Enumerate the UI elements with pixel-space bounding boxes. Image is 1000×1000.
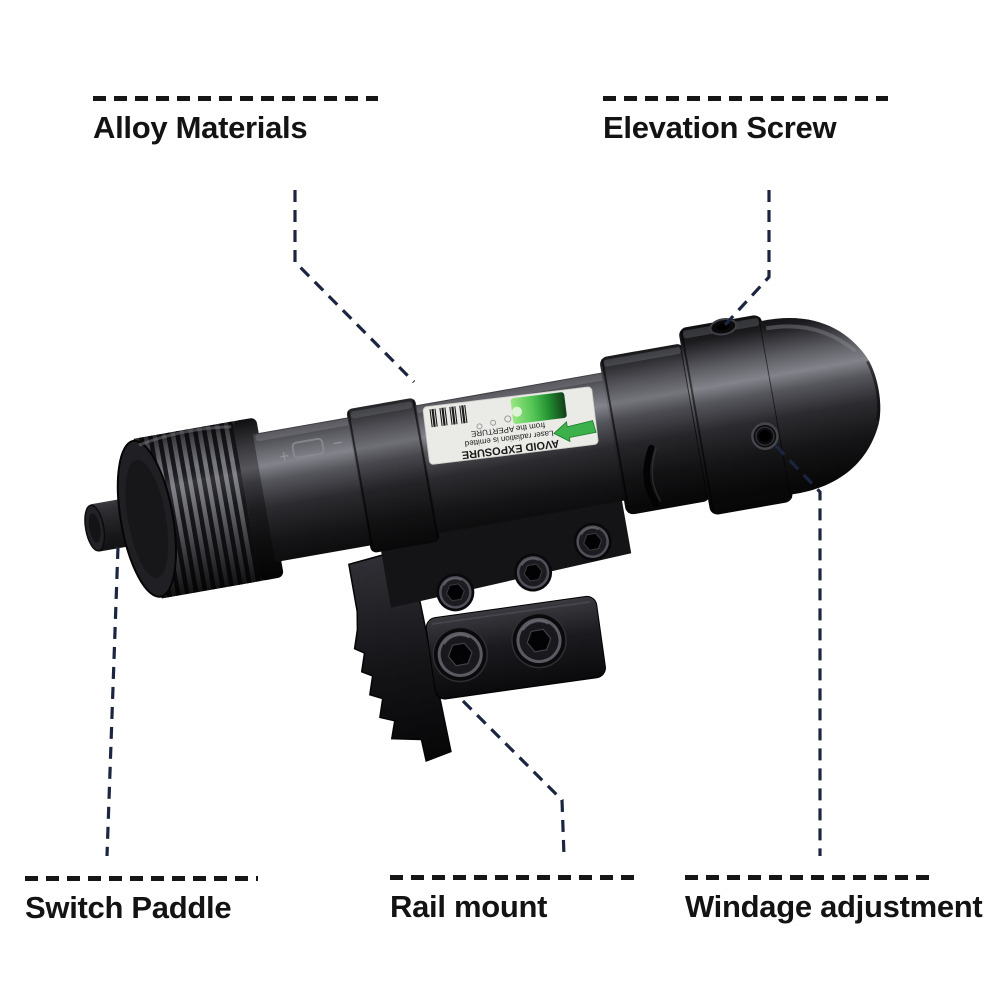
- adapter-ring: [679, 315, 793, 515]
- dashed-rule: [93, 96, 378, 101]
- laser-sight-device: + −: [84, 315, 881, 762]
- elevation-screw-hole: [709, 318, 738, 336]
- mount-body: [378, 492, 632, 608]
- barcode: [429, 404, 468, 428]
- dashed-rule: [603, 96, 888, 101]
- mount-front-ring: [600, 344, 711, 515]
- leader-alloy-materials: [293, 190, 416, 384]
- sticker-text: AVOID EXPOSURE Laser radiation is emitte…: [461, 420, 560, 460]
- bell-head: [759, 318, 881, 495]
- leader-rail-mount: [461, 699, 566, 857]
- callout-elevation-screw: Elevation Screw: [603, 96, 888, 145]
- callout-label: Windage adjustment: [685, 888, 983, 924]
- mount-rear-collar: [346, 398, 440, 553]
- callout-alloy-materials: Alloy Materials: [93, 96, 378, 145]
- laser-class-patch: [510, 392, 567, 424]
- aperture-arrow-icon: [553, 420, 597, 443]
- callout-switch-paddle: Switch Paddle: [25, 876, 258, 925]
- cap-lip: [233, 418, 284, 581]
- leader-lines: [105, 190, 822, 857]
- ring-slit: [643, 444, 660, 508]
- callout-windage-adjustment: Windage adjustment: [685, 875, 983, 924]
- dashed-rule: [685, 875, 930, 880]
- leader-switch-paddle: [105, 546, 120, 857]
- windage-screw-hole: [751, 422, 779, 450]
- battery-icon: [291, 437, 325, 459]
- battery-polarity-marks: + −: [278, 433, 345, 467]
- callout-label: Switch Paddle: [25, 889, 232, 925]
- leader-elevation-screw: [722, 190, 771, 328]
- polarity-plus: +: [278, 446, 291, 466]
- callout-label: Elevation Screw: [603, 109, 837, 145]
- dashed-rule: [390, 875, 637, 880]
- callout-label: Rail mount: [390, 888, 548, 924]
- warning-sticker: AVOID EXPOSURE Laser radiation is emitte…: [422, 386, 599, 465]
- callout-rail-mount: Rail mount: [390, 875, 637, 924]
- dashed-rule: [25, 876, 258, 881]
- polarity-minus: −: [331, 433, 344, 453]
- leader-windage-adjustment: [774, 444, 822, 856]
- rail-jaw: [348, 546, 452, 762]
- callout-label: Alloy Materials: [93, 109, 308, 145]
